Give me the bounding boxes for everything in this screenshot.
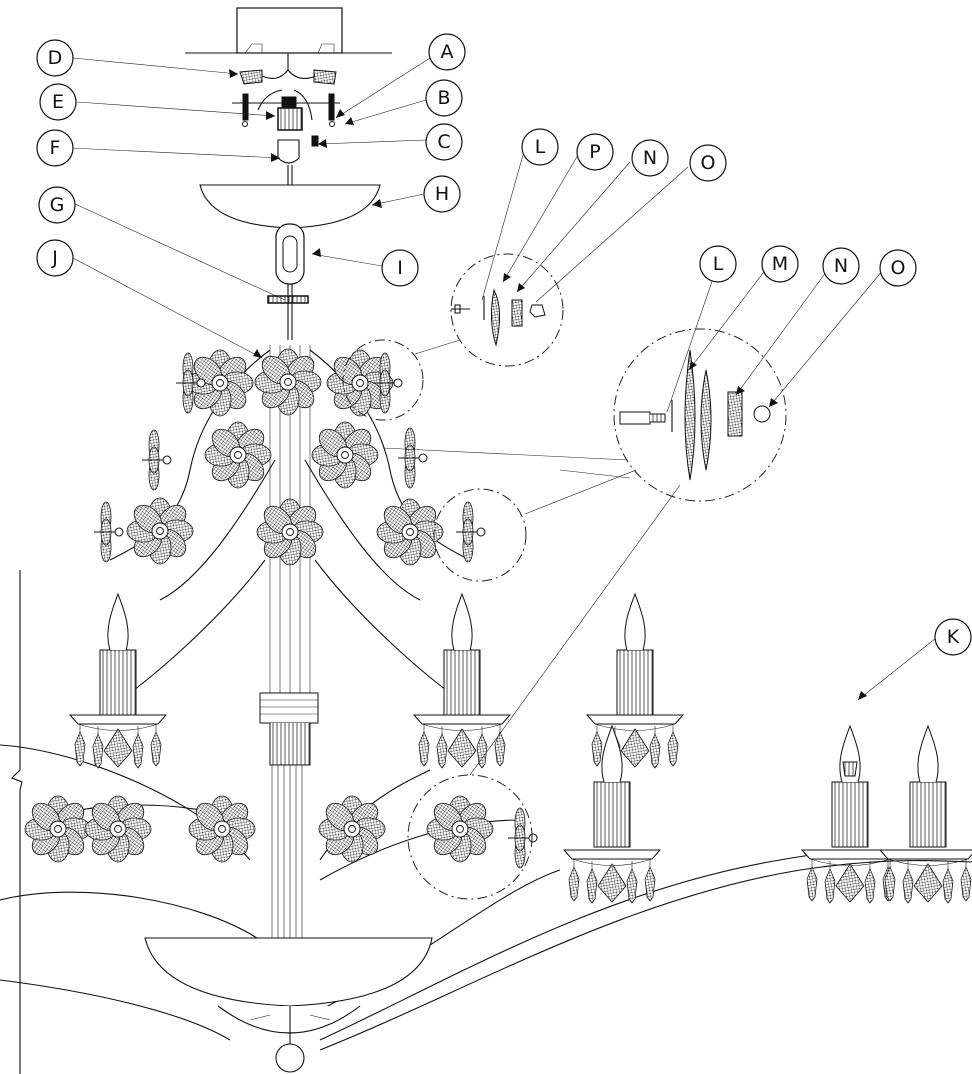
side-flower: [455, 501, 486, 563]
callout-label: J: [51, 247, 58, 269]
flower: [204, 421, 272, 489]
detail-source-circle: [433, 488, 527, 582]
wire-nut-left: [239, 69, 263, 85]
callout-P: P: [576, 133, 614, 171]
flower: [24, 795, 92, 863]
callout-L-small: L: [521, 128, 559, 166]
bobeche: [564, 850, 660, 903]
nipple: [281, 96, 297, 108]
flower: [126, 497, 194, 565]
loop: [277, 139, 300, 164]
callout-C: C: [425, 123, 463, 161]
ceiling-canopy-assembly: [185, 7, 392, 340]
callout-D: D: [36, 39, 74, 77]
flower: [254, 348, 322, 416]
callout-F: F: [36, 129, 74, 167]
detail-circle-small: [450, 253, 564, 367]
center-column: [259, 345, 319, 1000]
callout-label: H: [435, 183, 449, 205]
mounting-screw-left: [242, 93, 249, 121]
canopy: [199, 184, 381, 229]
arms: [0, 349, 972, 1051]
flower: [318, 795, 386, 863]
callout-label: B: [437, 87, 450, 109]
flower: [84, 795, 152, 863]
flower: [311, 421, 379, 489]
bobeche: [802, 850, 898, 903]
callout-N-large: N: [822, 247, 860, 285]
detail-source-circle: [342, 339, 424, 421]
leader-arrowheads: [229, 69, 867, 700]
callout-label: C: [437, 131, 450, 153]
callout-label: G: [50, 194, 65, 216]
bobeche: [880, 850, 972, 903]
callout-label: E: [52, 91, 64, 113]
flower: [188, 795, 256, 863]
callout-label: L: [535, 136, 546, 158]
callout-label: P: [589, 141, 600, 163]
callout-E: E: [39, 83, 77, 121]
bobeche: [414, 715, 510, 768]
candle-arms: [70, 593, 972, 903]
threaded-collar: [277, 107, 303, 131]
callout-O-small: O: [689, 144, 727, 182]
callout-N-small: N: [631, 139, 669, 177]
callout-A: A: [428, 33, 466, 71]
callout-label: K: [947, 626, 960, 648]
callout-label: N: [643, 147, 657, 169]
bobeche: [70, 715, 166, 768]
callout-label: A: [441, 41, 454, 63]
side-flower: [141, 429, 172, 491]
bottom-bowl: [144, 937, 433, 1073]
callout-J: J: [36, 239, 74, 277]
leader-lines: [69, 57, 937, 701]
callout-label: O: [891, 257, 906, 279]
callout-L-large: L: [699, 245, 737, 283]
callout-label: M: [772, 253, 788, 275]
flower: [426, 795, 494, 863]
candle-sleeve: [831, 725, 869, 848]
bobeche: [587, 715, 683, 768]
flower: [376, 498, 444, 566]
callout-K: K: [934, 618, 972, 656]
callout-O-large: O: [879, 249, 917, 287]
callout-B: B: [425, 79, 463, 117]
callout-I: I: [381, 249, 419, 287]
candle-sleeve: [616, 593, 654, 716]
callout-label: I: [397, 257, 403, 279]
side-flower: [507, 807, 538, 869]
side-flower: [93, 501, 124, 563]
break-line: [11, 570, 23, 1074]
detail-views: [342, 253, 787, 900]
flower: [256, 498, 324, 566]
detail-source-circle: [407, 774, 533, 900]
callout-label: O: [701, 152, 716, 174]
side-flower: [397, 427, 428, 489]
callout-label: N: [834, 255, 848, 277]
finial-ball: [275, 1043, 305, 1073]
callout-M: M: [761, 245, 799, 283]
callout-H: H: [423, 175, 461, 213]
wire-nut-right: [313, 69, 337, 85]
callout-G: G: [38, 186, 76, 224]
candle-sleeve: [99, 593, 137, 716]
bulb-base: [842, 761, 858, 777]
detail-circle-large: [613, 328, 787, 502]
callout-label: F: [50, 137, 61, 159]
candle-sleeve: [443, 593, 481, 716]
junction-box: [236, 7, 343, 54]
detail-leader-lines: [382, 339, 681, 776]
supply-wires: [257, 69, 317, 121]
ground-screw: [311, 135, 319, 147]
callout-label: D: [48, 47, 63, 69]
candle-sleeve: [909, 725, 947, 848]
callout-label: L: [713, 253, 724, 275]
mounting-screw-right: [328, 93, 335, 121]
